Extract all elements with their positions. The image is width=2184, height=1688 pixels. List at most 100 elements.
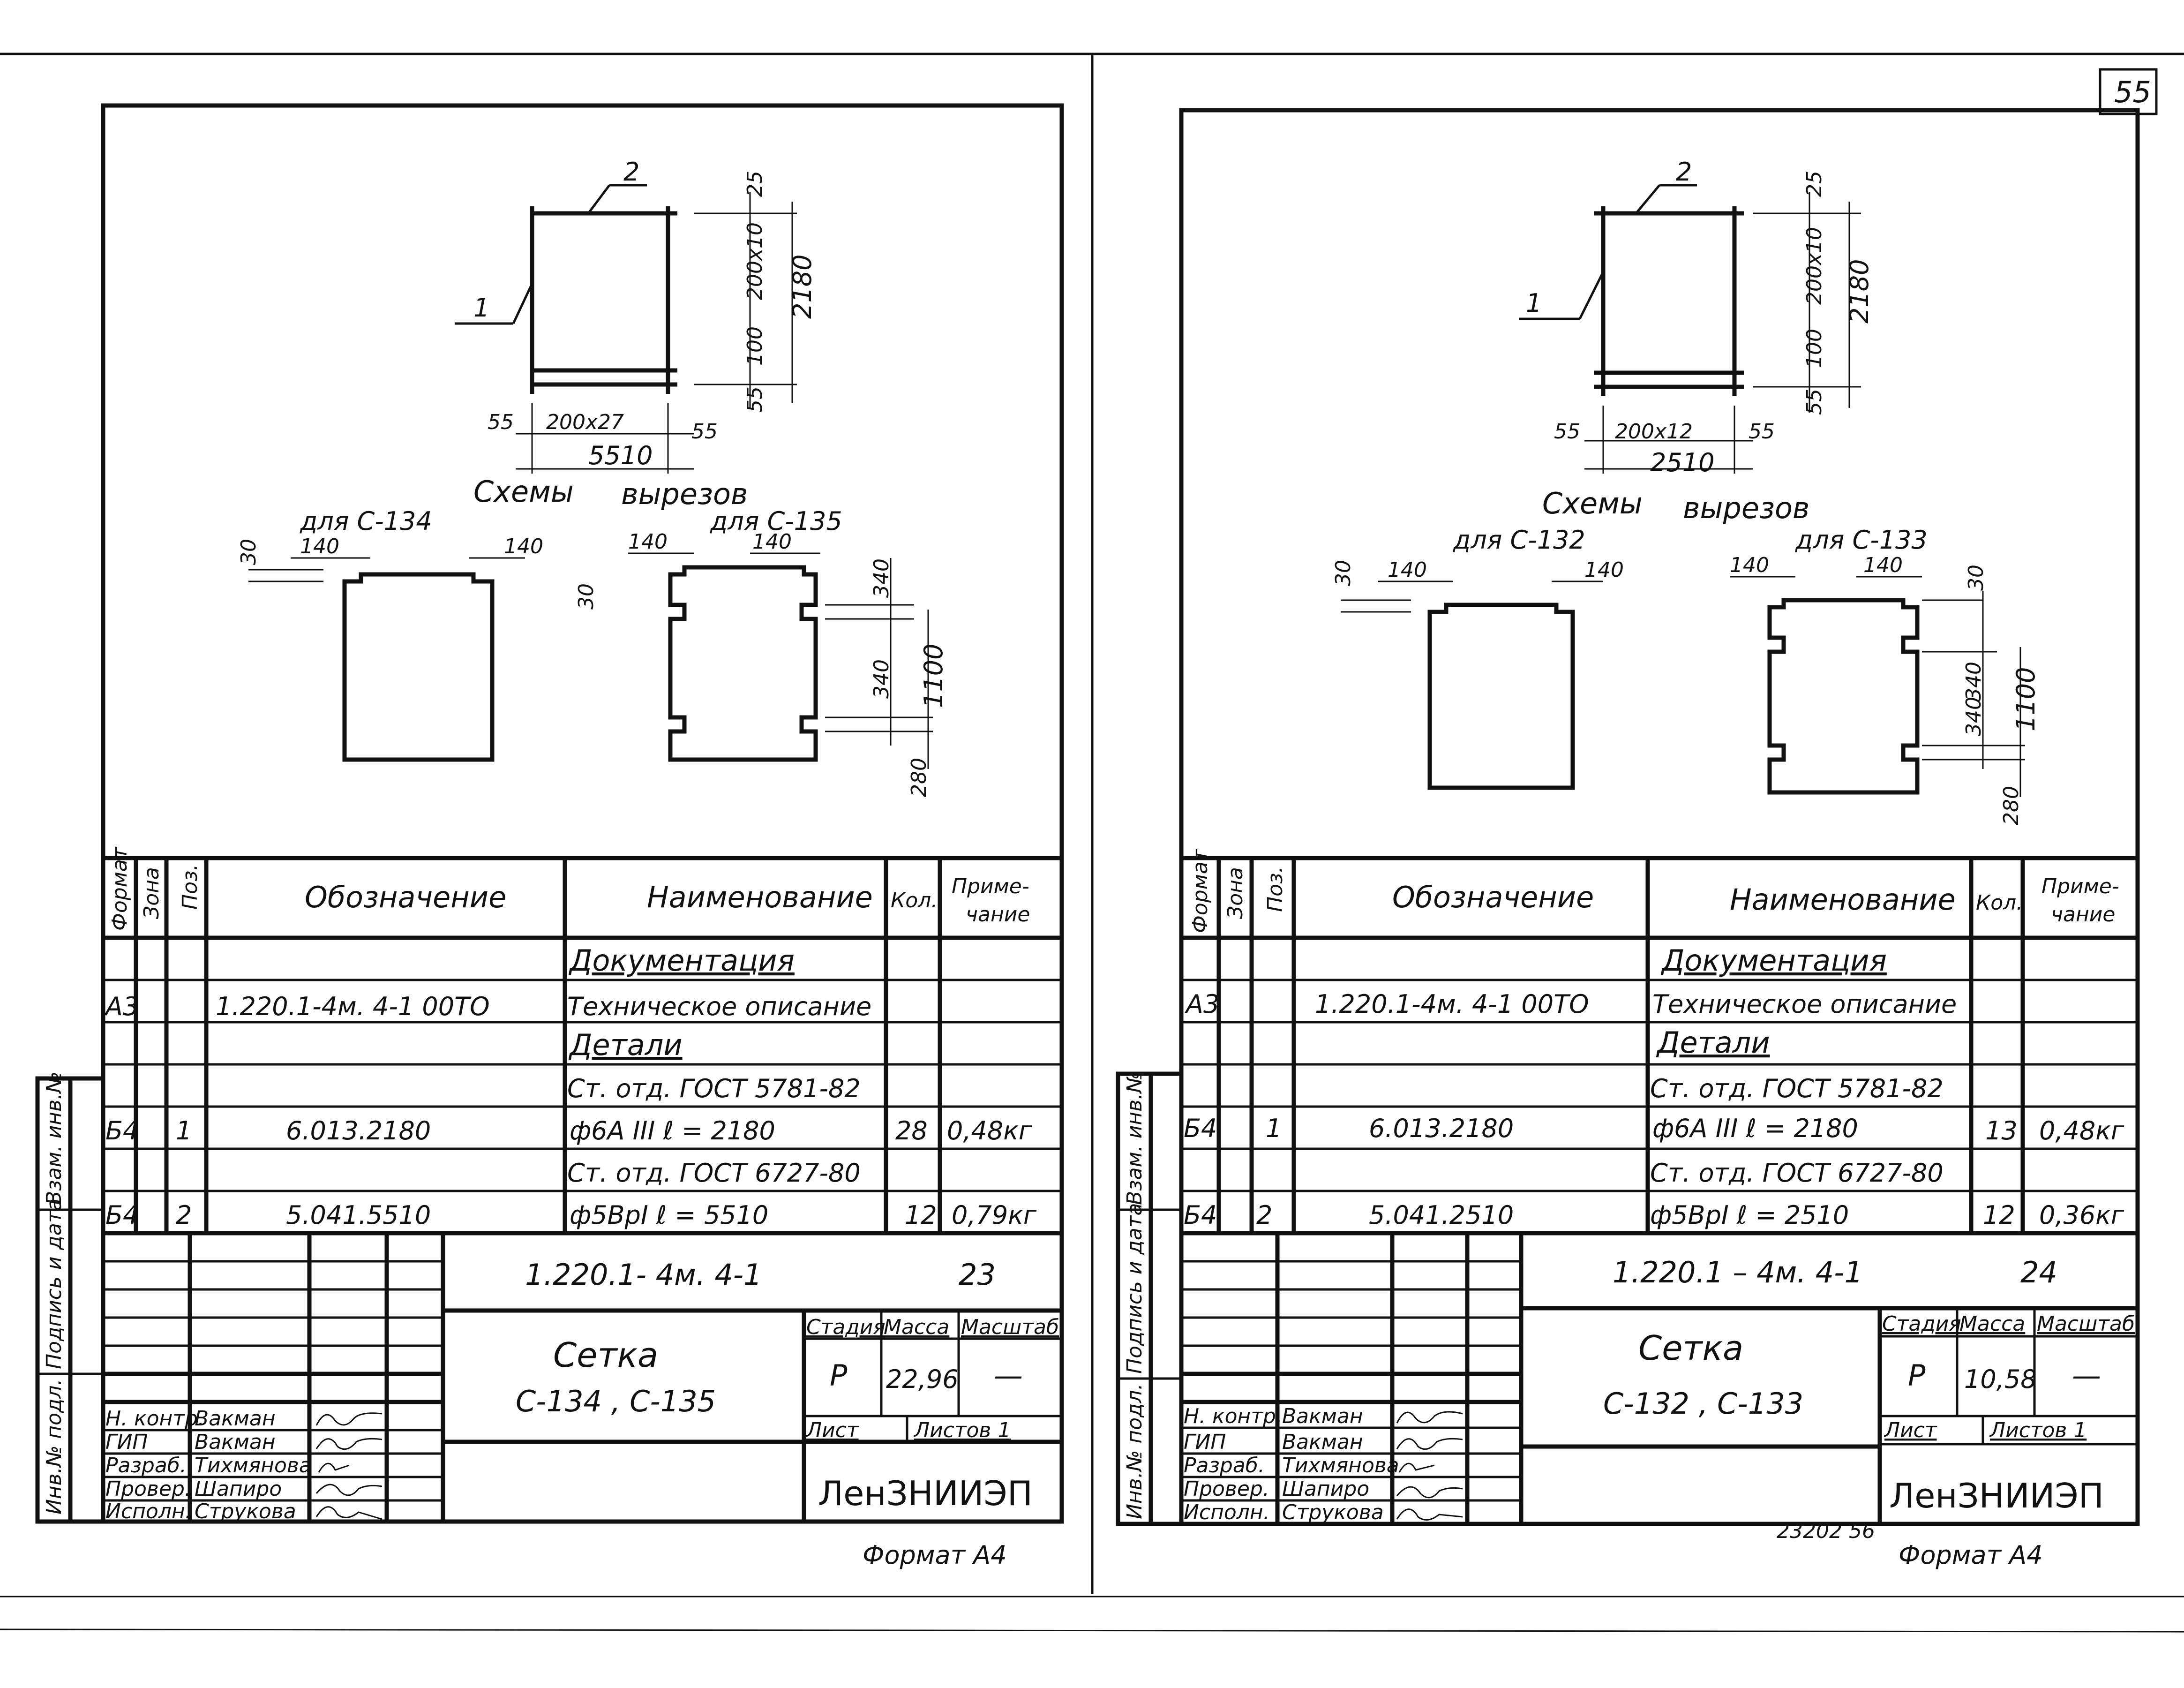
svg-text:ф5ВрI ℓ = 5510: ф5ВрI ℓ = 5510 [570, 1200, 768, 1230]
page-number: 55 [2114, 75, 2151, 109]
sheet-number: 23 [959, 1258, 996, 1292]
left-cutout-a: 30 140 140 [237, 535, 543, 762]
svg-text:Провер.: Провер. [1184, 1477, 1269, 1501]
svg-text:Исполн.: Исполн. [105, 1500, 192, 1523]
right-spec-table: Формат Зона Поз. Обозначение Наименовани… [1181, 849, 2138, 1236]
svg-text:30: 30 [1964, 565, 1988, 591]
svg-text:Подпись и дата: Подпись и дата [1123, 1203, 1147, 1374]
right-cutout-a: 30 140 140 [1331, 558, 1624, 790]
svg-text:Вакман: Вакман [195, 1407, 276, 1431]
item-title: Сетка [553, 1335, 658, 1375]
svg-text:340: 340 [870, 558, 893, 598]
signature [1396, 1411, 1463, 1424]
svg-text:вырезов: вырезов [1683, 491, 1809, 525]
svg-text:Подпись и дата: Подпись и дата [42, 1198, 66, 1369]
svg-text:Шапиро: Шапиро [1282, 1477, 1369, 1501]
svg-text:Н. контр.: Н. контр. [1184, 1404, 1283, 1428]
svg-text:Шапиро: Шапиро [195, 1477, 282, 1501]
svg-text:140: 140 [1730, 553, 1769, 577]
sheet-borders: 55 [0, 53, 2184, 1633]
svg-text:140: 140 [1863, 553, 1903, 577]
svg-text:140: 140 [628, 530, 668, 554]
left-spec-table: Формат Зона Поз. Обозначение Наименовани… [103, 846, 1062, 1236]
svg-text:Н. контр.: Н. контр. [105, 1407, 204, 1431]
svg-text:0,79кг: 0,79кг [952, 1200, 1037, 1230]
svg-text:Вакман: Вакман [1282, 1404, 1363, 1428]
item-title: С-132 , С-133 [1603, 1387, 1803, 1421]
col-name: Наименование [647, 880, 873, 914]
svg-text:—: — [994, 1358, 1023, 1393]
organization: ЛенЗНИИЭП [1889, 1476, 2104, 1515]
section-parts: Детали [568, 1028, 683, 1062]
svg-text:1: 1 [1266, 1114, 1282, 1143]
svg-text:1: 1 [473, 293, 489, 323]
section-parts: Детали [1656, 1025, 1770, 1060]
svg-text:25: 25 [743, 171, 767, 197]
col-note: чание [2051, 903, 2115, 927]
signature [1398, 1462, 1435, 1473]
svg-text:Листов 1: Листов 1 [1989, 1418, 2086, 1442]
svg-text:Взам. инв.№: Взам. инв.№ [42, 1071, 66, 1205]
sheet-number: 24 [2020, 1255, 2057, 1289]
svg-text:1100: 1100 [919, 644, 948, 708]
col-note: чание [966, 903, 1030, 927]
svg-text:2: 2 [623, 157, 639, 187]
svg-text:0,48кг: 0,48кг [2039, 1116, 2124, 1145]
svg-text:вырезов: вырезов [621, 477, 748, 511]
svg-text:Листов 1: Листов 1 [913, 1418, 1011, 1442]
svg-text:Техническое описание: Техническое описание [1652, 989, 1957, 1019]
svg-text:Б4: Б4 [1184, 1200, 1217, 1230]
signature [1396, 1486, 1463, 1499]
signature [315, 1438, 383, 1450]
svg-text:Схемы: Схемы [1542, 486, 1643, 520]
svg-text:Р: Р [830, 1358, 848, 1393]
svg-text:ф6А III ℓ = 2180: ф6А III ℓ = 2180 [1652, 1114, 1858, 1143]
svg-text:А3: А3 [104, 992, 139, 1021]
signature [315, 1484, 383, 1496]
svg-text:для С-132: для С-132 [1453, 525, 1585, 555]
svg-text:Техническое описание: Техническое описание [567, 992, 871, 1021]
svg-text:200х10: 200х10 [1802, 227, 1826, 305]
svg-text:Ст. отд. ГОСТ 6727-80: Ст. отд. ГОСТ 6727-80 [1650, 1158, 1944, 1188]
right-sheet: 2 1 25 200х10 100 55 2180 55 200х12 55 2… [1116, 108, 2140, 1570]
col-format: Формат [1188, 849, 1212, 933]
svg-text:13: 13 [1985, 1116, 2018, 1145]
svg-text:Масштаб: Масштаб [961, 1315, 1059, 1339]
svg-text:140: 140 [1388, 558, 1427, 582]
signature [1396, 1438, 1463, 1450]
svg-text:1100: 1100 [2011, 667, 2041, 731]
signature [318, 1462, 350, 1473]
svg-text:А3: А3 [1185, 989, 1219, 1019]
item-title: Сетка [1638, 1328, 1743, 1368]
svg-text:Схемы: Схемы [473, 475, 574, 509]
svg-text:200х10: 200х10 [743, 222, 767, 300]
left-title-block: 1.220.1- 4м. 4-1 23 Сетка С-134 , С-135 … [103, 1233, 1062, 1523]
col-zone: Зона [140, 867, 164, 919]
footer-code: 23202 56 [1777, 1519, 1875, 1543]
signature [1396, 1508, 1463, 1521]
svg-text:140: 140 [752, 530, 792, 554]
left-side-stamp: Взам. инв.№ Подпись и дата Инв.№ подл. [35, 1071, 105, 1524]
svg-text:340: 340 [1962, 697, 1986, 736]
svg-text:Инв.№ подл.: Инв.№ подл. [1123, 1383, 1147, 1519]
col-pos: Поз. [1263, 867, 1287, 912]
svg-text:Тихмянова: Тихмянова [1282, 1454, 1399, 1477]
svg-text:280: 280 [907, 758, 931, 797]
col-note: Приме- [2041, 874, 2119, 898]
svg-text:1.220.1-4м. 4-1 00ТО: 1.220.1-4м. 4-1 00ТО [216, 992, 490, 1021]
title-code: 1.220.1 – 4м. 4-1 [1613, 1255, 1863, 1289]
svg-text:5510: 5510 [588, 441, 653, 470]
svg-text:140: 140 [300, 535, 339, 558]
signature [315, 1412, 383, 1426]
svg-text:Масса: Масса [884, 1315, 949, 1339]
svg-text:12: 12 [905, 1200, 937, 1230]
right-title-block: 1.220.1 – 4м. 4-1 24 Сетка С-132 , С-133… [1181, 1233, 2138, 1524]
svg-text:Ст. отд. ГОСТ 6727-80: Ст. отд. ГОСТ 6727-80 [567, 1158, 861, 1188]
svg-text:Инв.№ подл.: Инв.№ подл. [42, 1379, 66, 1515]
svg-text:140: 140 [504, 535, 543, 558]
col-pos: Поз. [178, 864, 202, 910]
title-code: 1.220.1- 4м. 4-1 [525, 1258, 762, 1292]
right-side-stamp: Взам. инв.№ Подпись и дата Инв.№ подл. [1116, 1071, 1184, 1526]
col-designation: Обозначение [305, 880, 506, 914]
